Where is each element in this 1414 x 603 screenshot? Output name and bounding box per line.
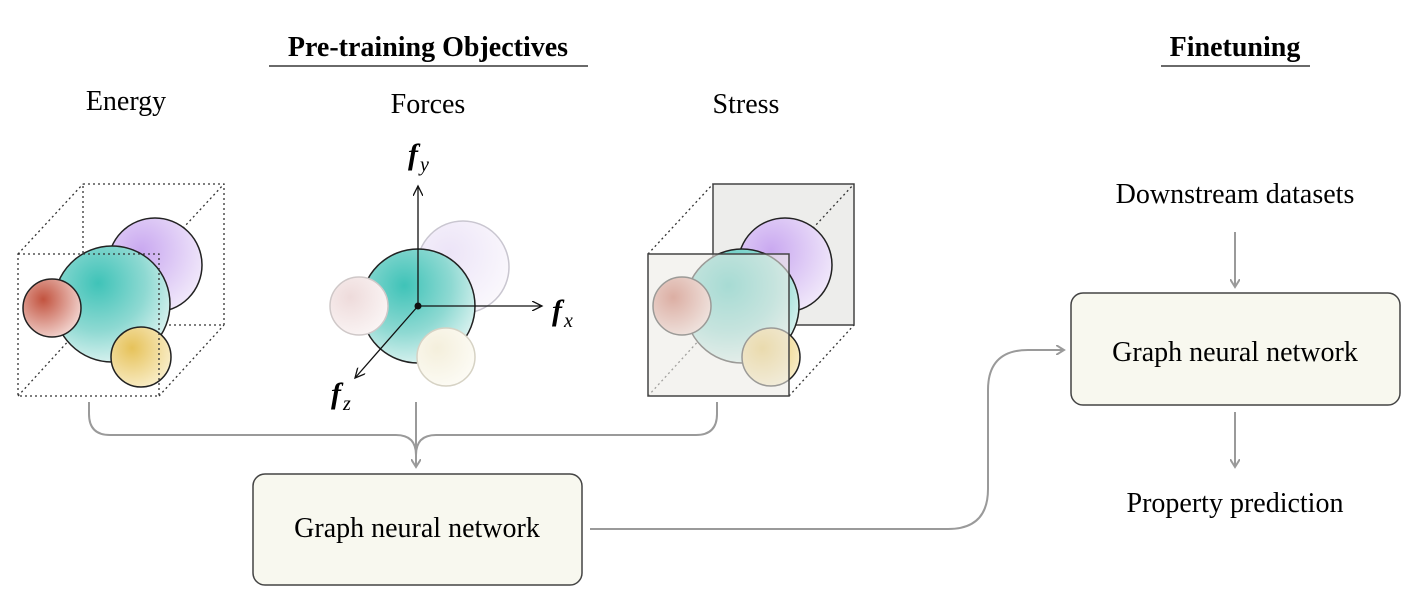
property-prediction-label: Property prediction (1127, 488, 1344, 519)
fz-axis-arrow (355, 305, 419, 378)
forces-red-atom (329, 276, 389, 336)
finetuning-heading: Finetuning (1170, 32, 1301, 63)
forces-yellow-atom (416, 327, 476, 387)
stress-label: Stress (713, 89, 780, 120)
pretraining-heading: Pre-training Objectives (288, 32, 568, 63)
stress-front-face (647, 253, 790, 397)
stress-connector (415, 402, 718, 456)
pretrain-gnn-box (252, 473, 583, 586)
downstream-datasets-label: Downstream datasets (1116, 179, 1355, 210)
energy-label: Energy (86, 86, 166, 117)
pretrain-gnn-label: Graph neural network (294, 513, 540, 544)
energy-red-atom (22, 278, 82, 338)
energy-structure (17, 183, 225, 397)
forces-origin-dot (414, 302, 422, 310)
finetune-gnn-label: Graph neural network (1112, 337, 1358, 368)
energy-connector (88, 402, 417, 467)
energy-yellow-atom (110, 326, 172, 388)
finetune-gnn-box (1070, 292, 1401, 406)
stress-structure (647, 183, 855, 397)
forces-label: Forces (391, 89, 466, 120)
transfer-connector (590, 350, 1064, 530)
pretraining-connectors (88, 402, 718, 467)
energy-cube-front (17, 253, 160, 397)
